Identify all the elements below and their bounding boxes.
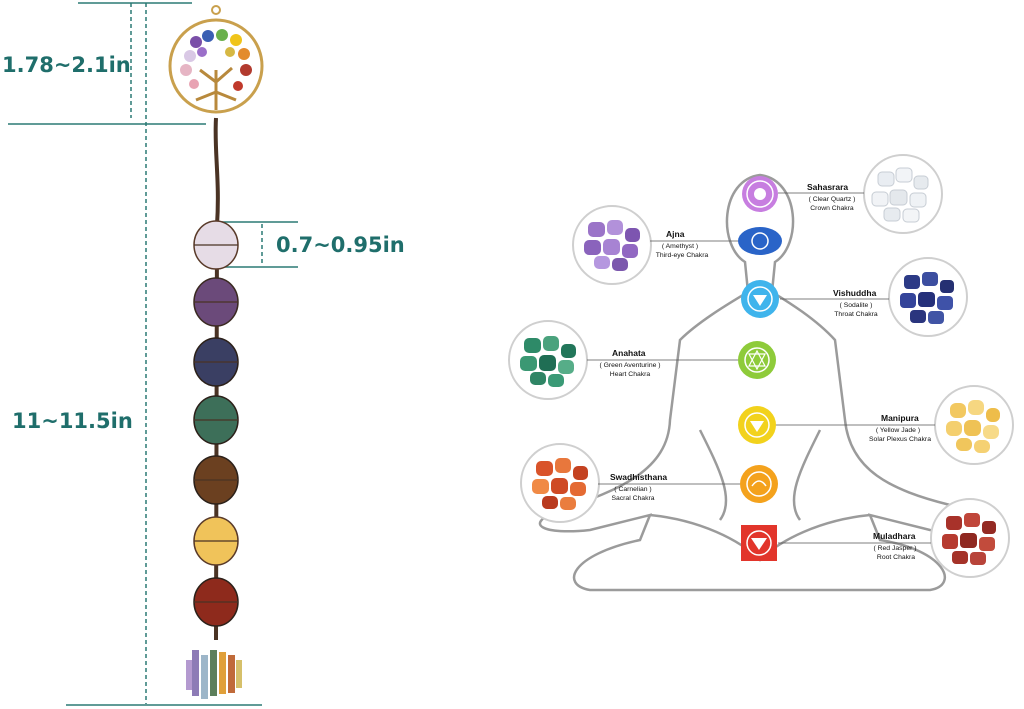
carnelian-stones (520, 443, 600, 523)
third-eye-chakra-symbol (738, 227, 782, 255)
muladhara-type: Root Chakra (877, 554, 915, 561)
amethyst-stones (572, 205, 652, 285)
swadhisthana-type: Sacral Chakra (611, 495, 654, 502)
stone-bubbles (508, 154, 1014, 578)
heart-chakra-symbol (738, 341, 776, 379)
muladhara-stone: ( Red Jasper ) (873, 545, 916, 552)
bead-size-label: 0.7~0.95in (276, 233, 405, 257)
clear-quartz-stones (863, 154, 943, 234)
vishuddha-type: Throat Chakra (834, 311, 878, 318)
vishuddha-stone: ( Sodalite ) (840, 302, 873, 309)
dimension-lines (8, 2, 298, 706)
yellow-jade-stones (934, 385, 1014, 465)
swadhisthana-stone: ( Carnelian ) (614, 486, 651, 493)
solar-plexus-chakra-symbol (738, 406, 776, 444)
throat-chakra-symbol (741, 280, 779, 318)
chakra-beads (193, 220, 239, 627)
pendant-height-label: 1.78~2.1in (2, 53, 131, 77)
ajna-type: Third-eye Chakra (656, 252, 709, 259)
sahasrara-stone: ( Clear Quartz ) (809, 196, 856, 203)
anahata-type: Heart Chakra (610, 371, 651, 378)
ajna-stone: ( Amethyst ) (662, 243, 698, 250)
sahasrara-name: Sahasrara (807, 182, 848, 192)
ajna-name: Ajna (666, 229, 685, 239)
manipura-type: Solar Plexus Chakra (869, 436, 931, 443)
meditation-figure (538, 173, 973, 592)
green-aventurine-stones (508, 320, 588, 400)
chakra-labels: Sahasrara ( Clear Quartz ) Crown Chakra … (599, 182, 931, 561)
tree-of-life-pendant (168, 5, 264, 114)
manipura-name: Manipura (881, 413, 919, 423)
connector-lines (587, 192, 935, 544)
red-jasper-stones (930, 498, 1010, 578)
anahata-name: Anahata (612, 348, 646, 358)
sacral-chakra-symbol (740, 465, 778, 503)
total-length-label: 11~11.5in (12, 409, 133, 433)
anahata-stone: ( Green Aventurine ) (599, 362, 660, 369)
sodalite-stones (888, 257, 968, 337)
sahasrara-type: Crown Chakra (810, 205, 854, 212)
manipura-stone: ( Yellow Jade ) (876, 427, 920, 434)
vishuddha-name: Vishuddha (833, 288, 877, 298)
root-chakra-symbol (741, 525, 777, 561)
chip-tassel (186, 650, 242, 699)
crown-chakra-symbol (742, 176, 778, 212)
muladhara-name: Muladhara (873, 531, 916, 541)
swadhisthana-name: Swadhisthana (610, 472, 667, 482)
